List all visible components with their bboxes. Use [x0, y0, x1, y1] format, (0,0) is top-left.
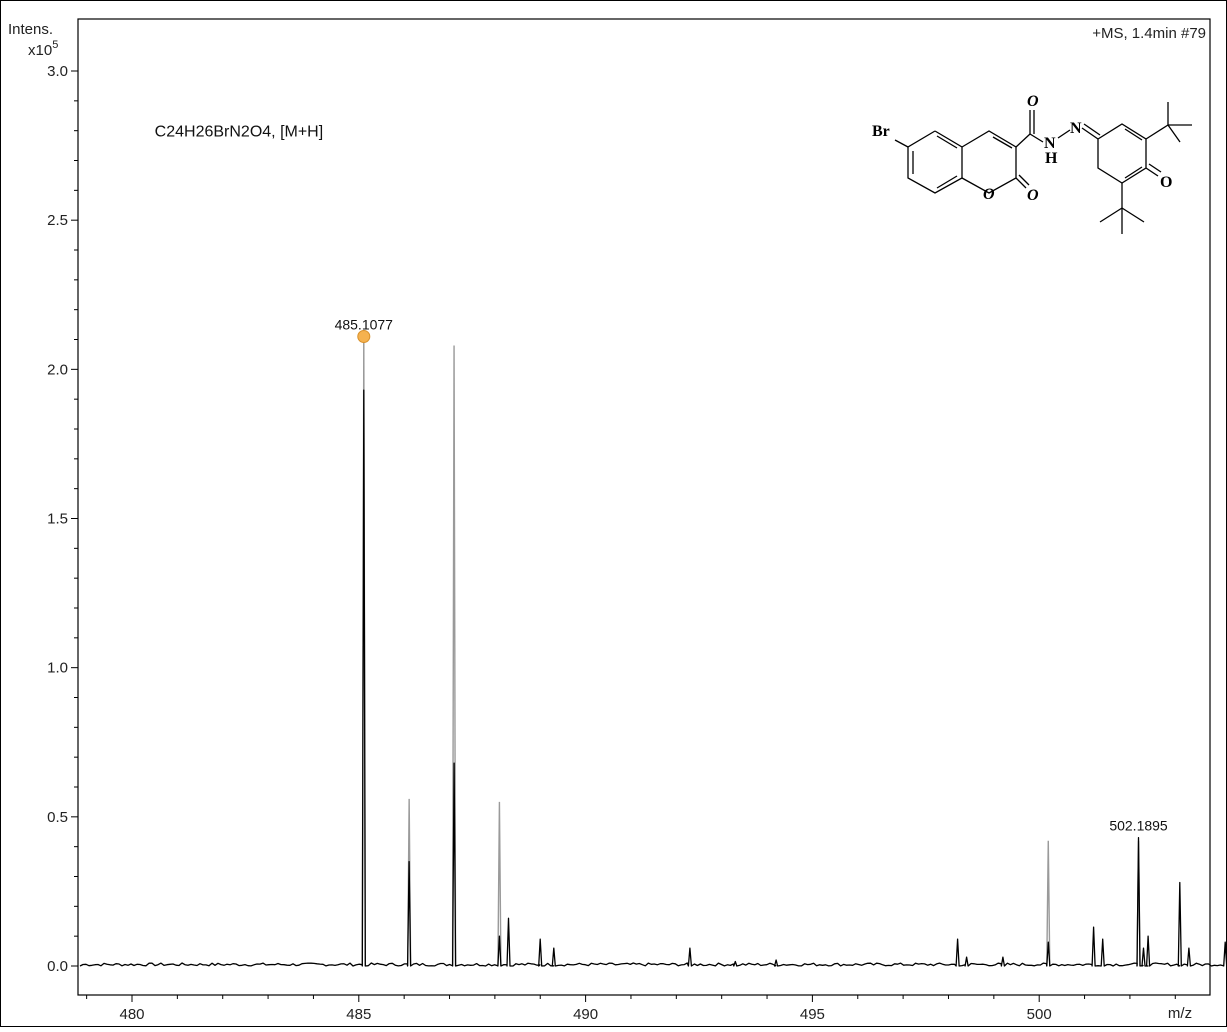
y-axis-title: Intens.: [8, 21, 53, 38]
secondary-peak: [451, 345, 457, 967]
x-tick-label: 500: [1027, 1006, 1052, 1023]
quinone-ring: [1097, 123, 1147, 184]
run-info: +MS, 1.4min #79: [1092, 25, 1206, 42]
plot-area-frame: [77, 18, 1211, 996]
peak-markers: [357, 330, 371, 344]
y-scale-factor: x105: [28, 39, 58, 59]
y-scale-exponent: 5: [52, 39, 58, 51]
secondary-peak: [1046, 840, 1051, 967]
atom-n-imine: N: [1070, 120, 1082, 137]
peak-mz-label: 502.1895: [1109, 818, 1168, 834]
axis-ticks: 4804854904955005055105155205250.00.51.01…: [47, 63, 1176, 1023]
atom-br: Br: [872, 123, 890, 140]
peak-marker: [357, 330, 371, 344]
atom-ring-o: O: [983, 186, 995, 203]
atom-lactone-o: O: [1027, 187, 1039, 204]
benzene-ring: [907, 130, 963, 194]
molecule-structure: [894, 102, 1192, 234]
formula-annotations: C24H26BrN2O4, [M+H]C24H25BrN2NaO4, [M+Na…: [155, 124, 324, 141]
atom-h-amide: H: [1045, 150, 1058, 167]
peak-mz-label: 485.1077: [335, 317, 394, 333]
pyranone-ring: [961, 130, 1017, 194]
y-tick-label: 1.0: [47, 660, 68, 677]
x-tick-label: 485: [346, 1006, 371, 1023]
y-tick-label: 2.0: [47, 361, 68, 378]
x-axis-unit: m/z: [1168, 1005, 1192, 1022]
y-tick-label: 1.5: [47, 511, 68, 528]
atom-quinone-o: O: [1160, 174, 1172, 191]
secondary-peak: [497, 801, 502, 967]
spectrum-traces: [79, 336, 1227, 967]
y-tick-label: 0.0: [47, 958, 68, 975]
primary-trace: [79, 389, 1227, 967]
formula-annotation: C24H26BrN2O4, [M+H]: [155, 124, 324, 141]
x-tick-label: 480: [119, 1006, 144, 1023]
y-tick-label: 2.5: [47, 212, 68, 229]
x-tick-label: 490: [573, 1006, 598, 1023]
atom-carbonyl-o: O: [1027, 93, 1039, 110]
atom-n-amide: N: [1044, 135, 1056, 152]
x-tick-label: 495: [800, 1006, 825, 1023]
y-tick-label: 0.5: [47, 809, 68, 826]
y-tick-label: 3.0: [47, 63, 68, 80]
